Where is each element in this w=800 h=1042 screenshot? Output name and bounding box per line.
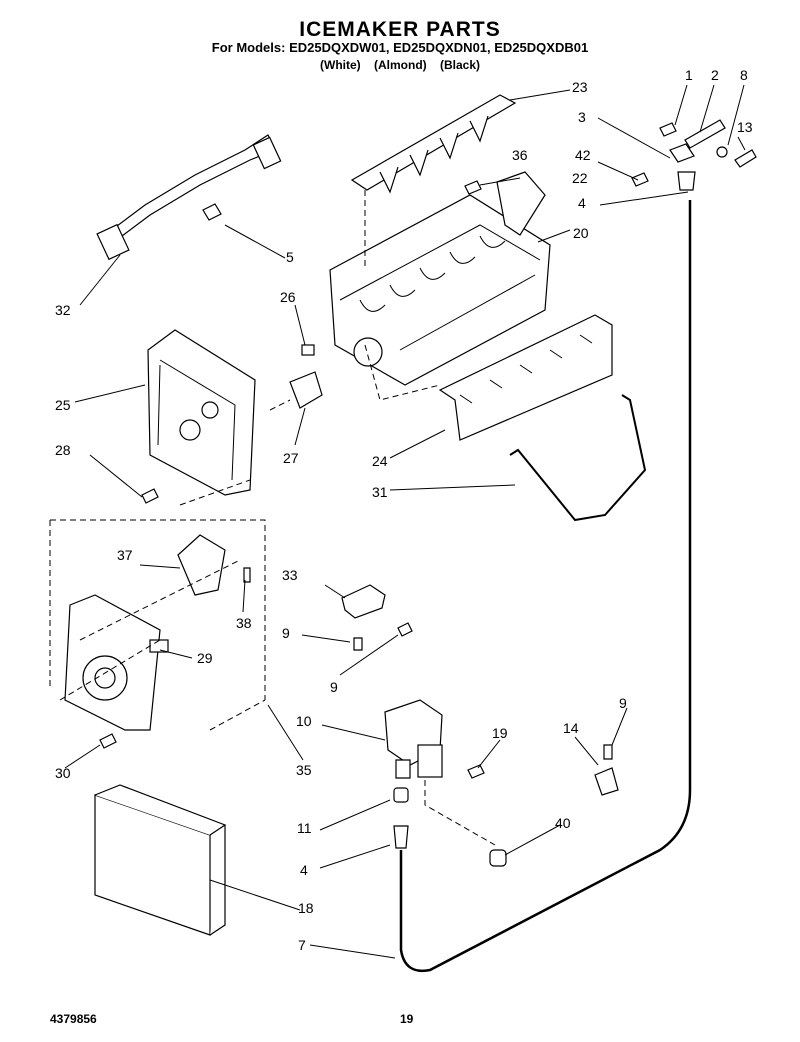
- callout-label: 23: [572, 79, 588, 95]
- callout-label: 4: [578, 195, 586, 211]
- callout-label: 18: [298, 900, 314, 916]
- ejector-part: [350, 94, 517, 194]
- module-boundary: [50, 519, 266, 700]
- callout-label: 32: [55, 302, 71, 318]
- filter-part: [94, 784, 227, 936]
- ejector-guide: [364, 190, 441, 401]
- screw-19-part: [467, 764, 485, 779]
- page-number: 19: [400, 1012, 414, 1026]
- fitting-3-part: [669, 143, 695, 163]
- screw-1-part: [659, 122, 677, 137]
- callout-label: 11: [297, 820, 312, 836]
- coupler-part: [301, 344, 315, 356]
- colors-line: (White) (Almond) (Black): [320, 58, 480, 72]
- document-number: 4379856: [50, 1012, 97, 1026]
- models-line: For Models: ED25DQXDW01, ED25DQXDN01, ED…: [211, 40, 589, 55]
- insert-top-part: [677, 171, 696, 191]
- callout-label: 37: [117, 547, 133, 563]
- motor-part: [289, 371, 323, 409]
- callout-label: 3: [578, 109, 586, 125]
- nut-part: [393, 787, 409, 803]
- misc-guides: [59, 399, 291, 701]
- callout-label: 9: [282, 625, 290, 641]
- screw-36-part: [464, 180, 482, 195]
- page-title: ICEMAKER PARTS: [299, 18, 501, 41]
- fitting-part: [489, 849, 507, 867]
- callout-label: 9: [619, 695, 627, 711]
- screw-30-part: [99, 733, 117, 749]
- leader-lines: [64, 84, 746, 959]
- callout-label: 20: [573, 225, 589, 241]
- callout-label: 24: [372, 453, 388, 469]
- callout-label: 25: [55, 397, 71, 413]
- control-housing-part: [147, 329, 256, 496]
- callout-label: 9: [330, 679, 338, 695]
- callout-label: 10: [296, 713, 312, 729]
- callout-label: 7: [298, 937, 306, 953]
- screw-38-part: [243, 567, 251, 583]
- control-module-part: [64, 594, 169, 731]
- fill-cup-part: [496, 171, 546, 236]
- stripper-part: [438, 314, 613, 441]
- callout-label: 35: [296, 762, 312, 778]
- callout-label: 27: [283, 450, 299, 466]
- washer-part: [716, 146, 728, 158]
- water-tube-part: [399, 200, 692, 973]
- screw-9a-part: [353, 637, 363, 651]
- fitting-2-part: [684, 119, 726, 149]
- clip-part: [341, 584, 386, 619]
- callout-label: 29: [197, 650, 213, 666]
- screw-28-part: [141, 488, 159, 504]
- callout-label: 40: [555, 815, 571, 831]
- module-boundary-bottom: [209, 699, 266, 731]
- tube-13-part: [734, 149, 757, 168]
- callout-label: 26: [280, 289, 296, 305]
- callout-label: 19: [492, 725, 508, 741]
- wire-harness-part: [96, 134, 282, 261]
- parts-drawing: [49, 94, 757, 973]
- callout-label: 5: [286, 249, 294, 265]
- callout-label: 22: [572, 170, 588, 186]
- mold-part: [329, 194, 551, 386]
- callout-label: 30: [55, 765, 71, 781]
- screw-42-part: [631, 172, 649, 187]
- callout-label: 2: [711, 67, 719, 83]
- callout-label: 4: [300, 862, 308, 878]
- callout-label: 1: [685, 67, 693, 83]
- fitting-guide: [424, 780, 496, 846]
- insert-bottom-part: [393, 825, 409, 849]
- callout-label: 13: [737, 119, 753, 135]
- callout-label: 38: [236, 615, 252, 631]
- thermostat-part: [177, 534, 226, 596]
- screw-9c-part: [603, 744, 613, 760]
- callout-label: 42: [575, 147, 591, 163]
- callout-labels: 1 2 8 3 13 42 36 22 4 20 23 5 32 26 25 2…: [55, 67, 753, 953]
- bracket-part: [594, 767, 619, 796]
- shutoff-arm-part: [509, 394, 647, 522]
- callout-label: 36: [512, 147, 528, 163]
- water-valve-part: [384, 699, 443, 779]
- callout-label: 28: [55, 442, 71, 458]
- callout-label: 8: [740, 67, 748, 83]
- callout-label: 14: [563, 720, 579, 736]
- screw-9b-part: [397, 622, 413, 637]
- callout-label: 33: [282, 567, 298, 583]
- callout-label: 31: [372, 484, 388, 500]
